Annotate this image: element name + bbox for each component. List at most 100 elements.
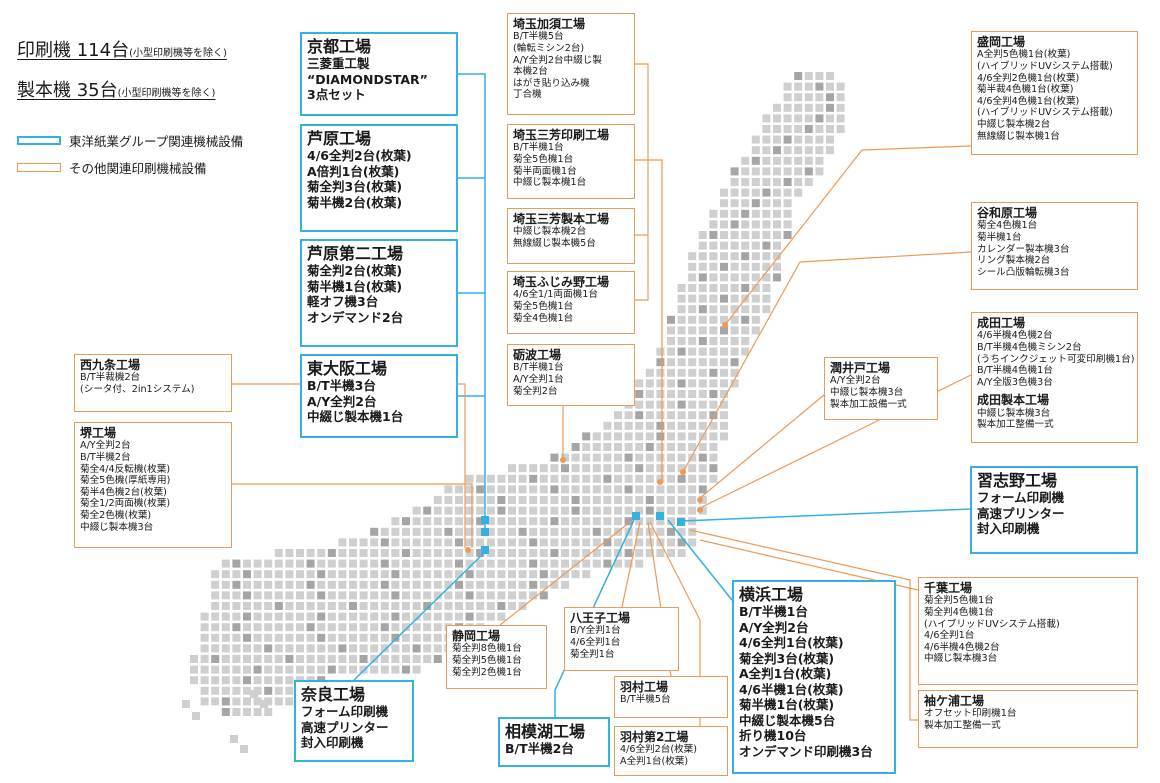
map-cell <box>200 676 209 685</box>
map-cell <box>561 496 569 504</box>
map-cell <box>243 580 251 589</box>
map-cell <box>688 496 697 504</box>
map-cell <box>211 623 220 632</box>
map-cell <box>391 538 400 547</box>
map-cell <box>582 474 591 483</box>
map-cell <box>285 580 294 589</box>
map-cell <box>741 326 750 335</box>
map-cell <box>529 517 538 526</box>
map-cell <box>476 538 485 547</box>
map-cell <box>656 443 665 451</box>
map-cell <box>211 602 220 610</box>
map-cell <box>486 580 495 589</box>
map-cell <box>561 485 569 494</box>
map-cell <box>402 559 410 568</box>
map-cell <box>264 644 273 653</box>
map-cell <box>751 199 760 208</box>
map-cell <box>391 623 400 632</box>
map-cell <box>240 745 248 753</box>
map-cell <box>423 559 432 568</box>
map-cell <box>677 506 686 515</box>
factory-narita-bind-title: 成田製本工場 <box>977 393 1050 408</box>
map-cell <box>667 379 675 388</box>
map-cell <box>794 114 803 123</box>
map-cell <box>264 602 273 610</box>
map-cell <box>518 602 527 610</box>
map-cell <box>412 644 421 653</box>
map-cell <box>232 580 241 589</box>
map-cell <box>582 549 591 557</box>
map-cell <box>720 347 728 356</box>
map-cell <box>497 612 506 621</box>
map-cell <box>571 464 580 473</box>
legend-group: 東洋紙業グループ関連機械設備 <box>17 131 243 150</box>
map-cell <box>508 591 516 600</box>
map-cell <box>730 241 739 250</box>
map-cell <box>688 358 697 367</box>
map-cell <box>826 146 834 155</box>
map-cell <box>741 262 750 271</box>
map-cell <box>656 474 665 483</box>
map-cell <box>370 559 379 568</box>
map-cell <box>539 570 548 579</box>
map-cell <box>804 103 813 112</box>
map-cell <box>603 443 612 451</box>
map-cell <box>762 156 771 165</box>
map-cell <box>677 326 686 335</box>
map-cell <box>709 273 718 282</box>
map-cell <box>836 125 845 133</box>
map-cell <box>624 453 633 462</box>
map-cell <box>698 506 707 515</box>
map-cell <box>274 591 283 600</box>
map-cell <box>751 167 760 176</box>
map-cell <box>571 559 580 568</box>
map-cell <box>444 496 453 504</box>
map-cell <box>391 549 400 557</box>
map-cell <box>508 474 516 483</box>
map-cell <box>402 538 410 547</box>
map-cell <box>370 665 379 674</box>
map-cell <box>677 400 686 409</box>
map-cell <box>603 559 612 568</box>
map-cell <box>635 400 644 409</box>
map-cell <box>677 421 686 430</box>
map-cell <box>486 527 495 536</box>
map-cell <box>412 527 421 536</box>
map-cell <box>783 167 792 176</box>
map-cell <box>486 570 495 579</box>
map-cell <box>656 400 665 409</box>
map-cell <box>253 580 262 589</box>
map-cell <box>804 167 813 176</box>
map-cell <box>359 559 368 568</box>
map-cell <box>592 474 601 483</box>
map-cell <box>688 506 697 515</box>
map-cell <box>561 580 569 589</box>
map-cell <box>698 379 707 388</box>
map-cell <box>720 326 728 335</box>
map-cell <box>221 655 230 663</box>
map-cell <box>455 527 463 536</box>
map-cell <box>688 294 697 303</box>
map-cell <box>603 474 612 483</box>
map-cell <box>476 485 485 494</box>
map-cell <box>614 559 622 568</box>
map-cell <box>656 506 665 515</box>
map-cell <box>338 570 347 579</box>
map-cell <box>296 612 304 621</box>
map-cell <box>762 231 771 239</box>
map-cell <box>486 612 495 621</box>
map-cell <box>783 135 792 144</box>
map-cell <box>465 496 474 504</box>
map-cell <box>221 570 230 579</box>
map-cell <box>677 527 686 536</box>
map-cell <box>232 612 241 621</box>
factory-kyoto: 京都工場 三菱重工製“DIAMONDSTAR”3点セット <box>300 32 458 116</box>
map-cell <box>264 655 273 663</box>
map-cell <box>582 464 591 473</box>
map-cell <box>730 188 739 197</box>
map-cell <box>688 485 697 494</box>
map-cell <box>720 315 728 324</box>
map-cell <box>380 602 389 610</box>
